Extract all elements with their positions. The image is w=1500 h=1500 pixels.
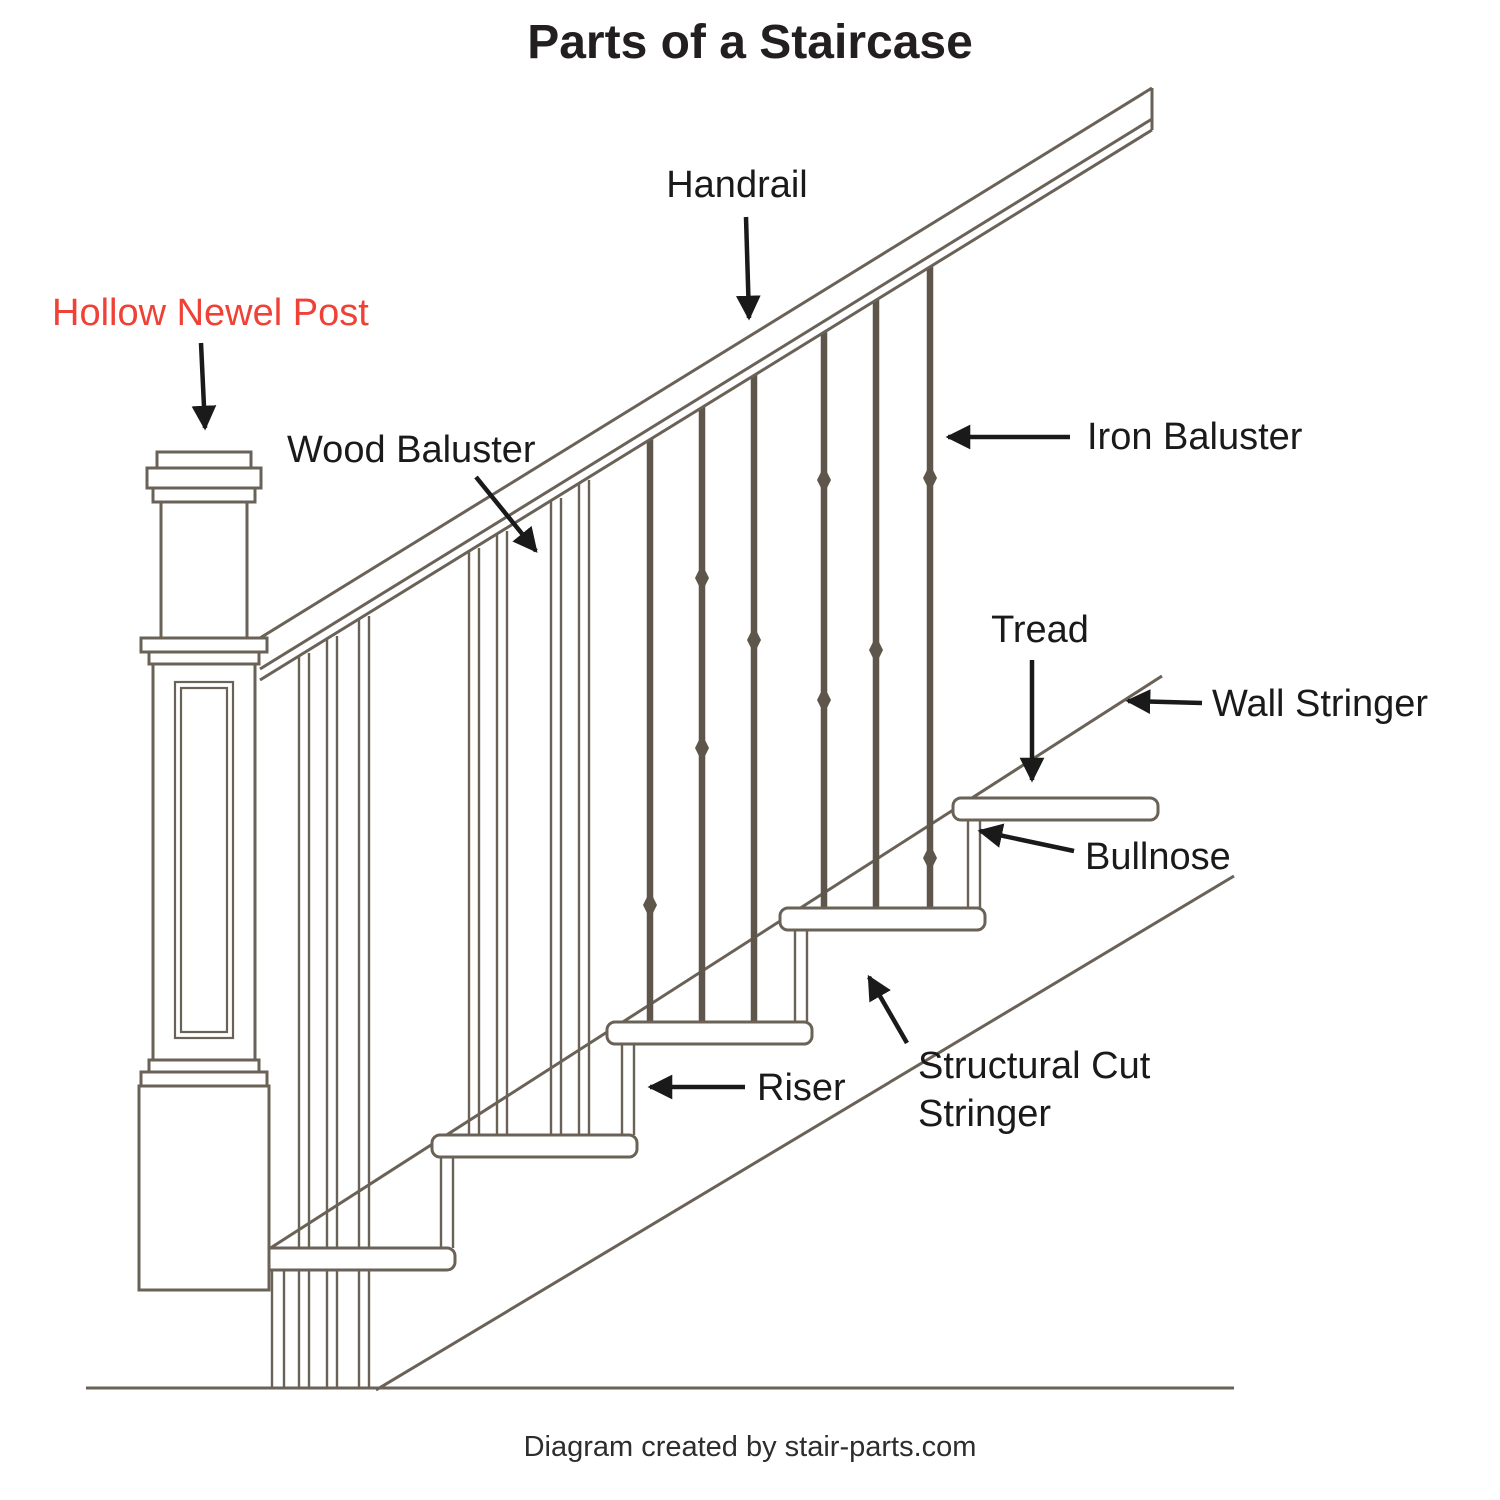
newel-mid-molding <box>139 636 269 654</box>
baluster-knuckle <box>695 734 709 762</box>
newel-base-molding <box>139 1070 269 1088</box>
baluster-knuckle <box>747 626 761 654</box>
riser-board <box>270 1270 286 1388</box>
riser-board <box>439 1157 455 1248</box>
wood-baluster-arrow <box>474 475 538 553</box>
wall-stringer-label: Wall Stringer <box>1212 683 1428 725</box>
tread-board <box>605 1020 814 1046</box>
wood-baluster <box>577 480 591 1139</box>
wood-baluster-label: Wood Baluster <box>287 429 536 471</box>
handrail-drawing <box>259 86 1154 682</box>
wood-baluster <box>357 616 371 1388</box>
structural-cut-stringer-label-line2: Stringer <box>918 1093 1051 1135</box>
structural-cut-stringer-label-line1: Structural Cut <box>918 1045 1151 1087</box>
hollow-newel-post-arrow <box>191 342 217 431</box>
wood-baluster <box>549 498 563 1139</box>
iron-balusters <box>643 263 937 1030</box>
structural-cut-stringer-arrow <box>867 974 909 1045</box>
handrail-label: Handrail <box>666 164 808 206</box>
bullnose-arrow <box>977 823 1075 854</box>
newel-cap-slab <box>145 466 263 490</box>
newel-cap-under <box>151 486 257 504</box>
wood-baluster <box>297 653 311 1388</box>
tread-board <box>430 1133 639 1159</box>
baluster-knuckle <box>695 564 709 592</box>
staircase-drawing <box>86 86 1235 1392</box>
newel-box <box>151 662 257 1062</box>
riser-label: Riser <box>757 1067 846 1109</box>
tread-board <box>778 906 987 932</box>
diagram-title: Parts of a Staircase <box>527 16 973 69</box>
structural-cut-stringer-line <box>375 874 1235 1392</box>
handrail-inner-edge <box>259 117 1153 671</box>
baluster-knuckle <box>923 464 937 492</box>
labels: Parts of a Staircase Handrail Hollow New… <box>52 16 1428 1463</box>
wood-baluster <box>467 548 481 1139</box>
newel-post-drawing <box>137 450 271 1292</box>
handrail-top-edge <box>259 86 1153 640</box>
tread-label: Tread <box>991 609 1089 651</box>
handrail-arrow <box>735 216 761 321</box>
baluster-knuckle <box>817 686 831 714</box>
baluster-knuckle <box>923 844 937 872</box>
newel-panel-outer <box>173 680 235 1040</box>
wall-stringer-line <box>257 674 1163 1258</box>
baluster-knuckle <box>817 466 831 494</box>
wood-balusters <box>297 480 591 1388</box>
newel-neck <box>159 500 249 640</box>
handrail-bottom-edge <box>259 128 1153 682</box>
newel-base <box>137 1084 271 1292</box>
baluster-knuckle <box>643 891 657 919</box>
tread-board <box>951 796 1160 822</box>
riser-board <box>620 1044 636 1135</box>
wall-stringer-arrow <box>1125 689 1203 714</box>
riser-board <box>966 820 982 908</box>
footer-credit: Diagram created by stair-parts.com <box>524 1431 977 1463</box>
tread-board <box>248 1246 457 1272</box>
wood-baluster <box>495 531 509 1139</box>
callout-arrows <box>191 216 1203 1100</box>
newel-cap-top <box>155 450 253 470</box>
hollow-newel-post-label: Hollow Newel Post <box>52 292 369 334</box>
baluster-knuckle <box>869 636 883 664</box>
newel-base-molding <box>147 1058 261 1074</box>
riser-board <box>793 930 809 1022</box>
wood-baluster <box>325 636 339 1388</box>
newel-panel-inner <box>179 686 229 1034</box>
iron-baluster-label: Iron Baluster <box>1087 416 1303 458</box>
bullnose-label: Bullnose <box>1085 836 1231 878</box>
newel-mid-molding <box>147 650 261 666</box>
